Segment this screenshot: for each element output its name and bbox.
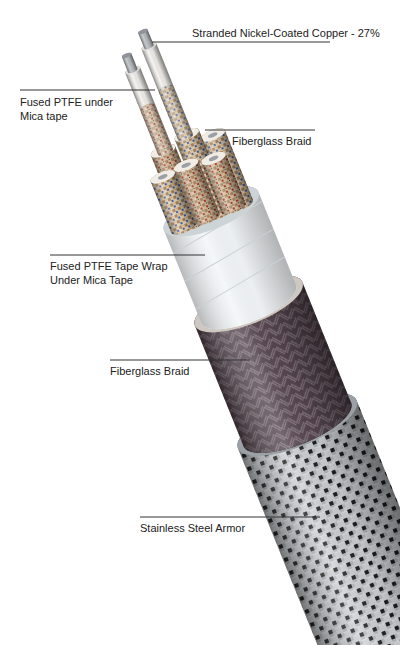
cable-cutaway <box>79 7 400 645</box>
part-label: Fiberglass Braid <box>232 134 311 148</box>
part-label: Fiberglass Braid <box>110 364 189 378</box>
part-label: Stainless Steel Armor <box>140 521 245 535</box>
part-label: Fused PTFE under Mica tape <box>20 95 130 123</box>
leader-lines <box>20 42 330 517</box>
part-label: Fused PTFE Tape Wrap Under Mica Tape <box>50 259 175 287</box>
part-label: Stranded Nickel-Coated Copper - 27% <box>192 26 380 40</box>
